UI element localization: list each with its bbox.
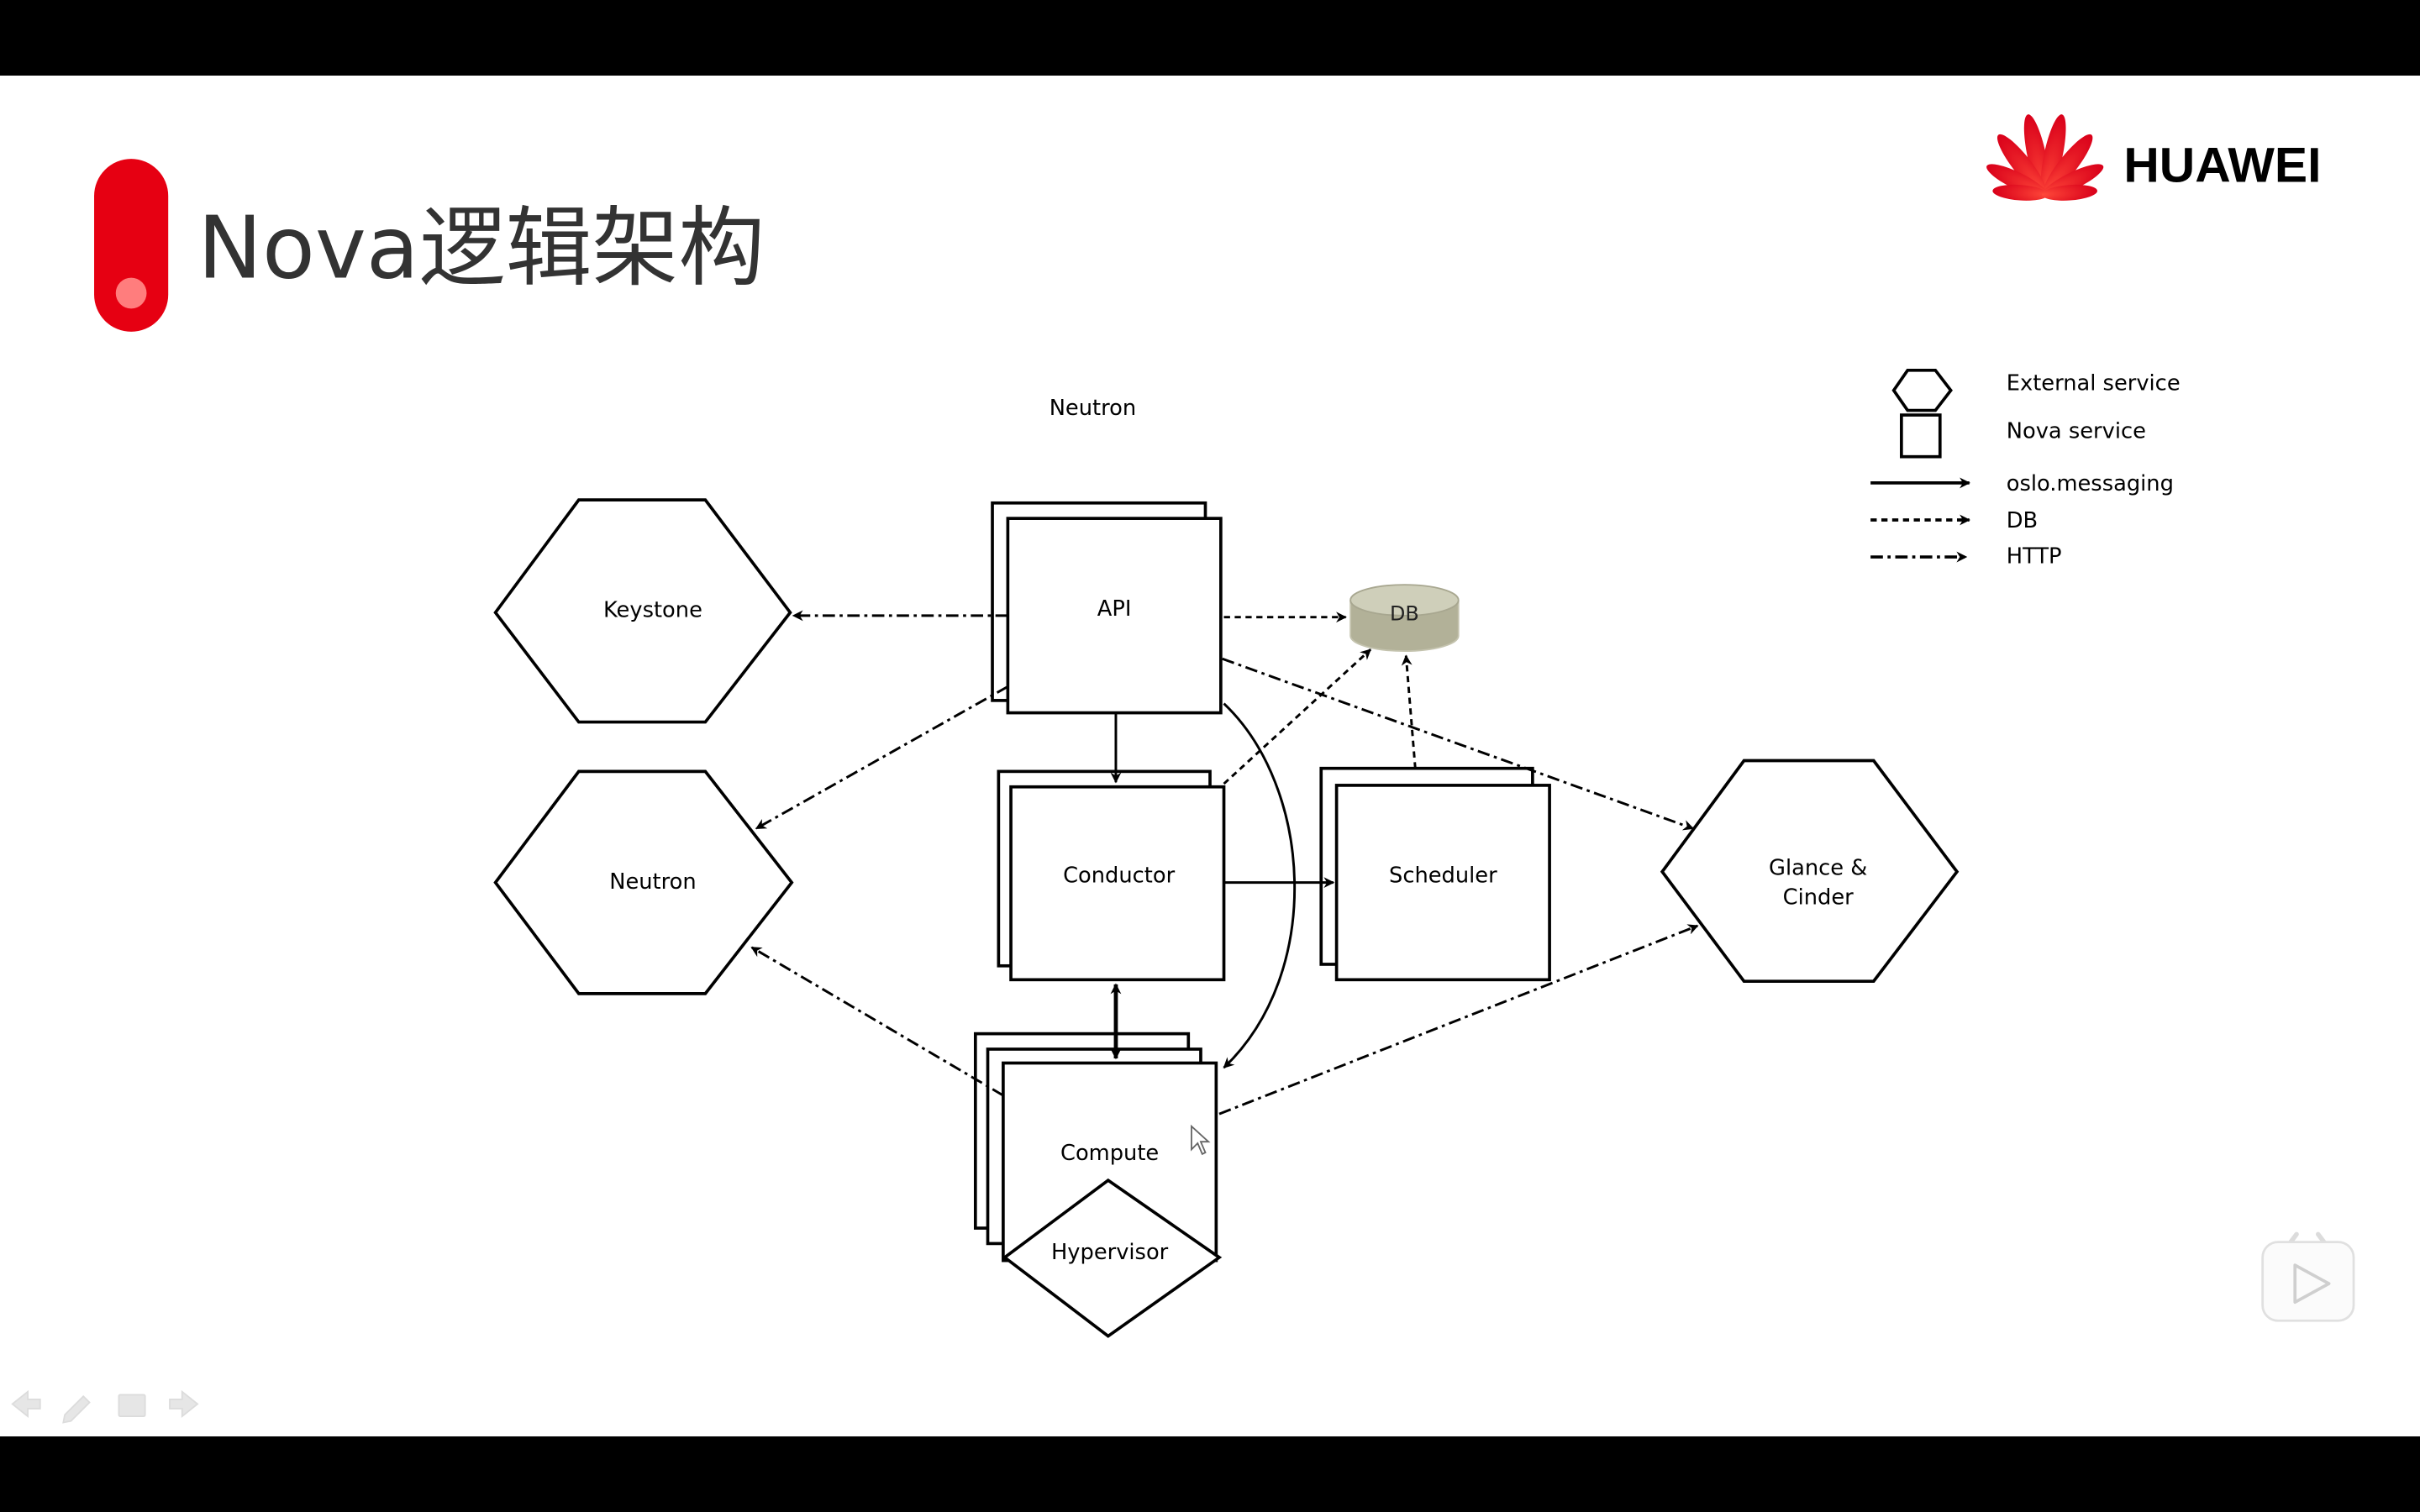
- menu-icon[interactable]: [118, 1394, 146, 1418]
- legend-square-icon: [1900, 413, 1942, 459]
- api-node: API: [991, 501, 1223, 715]
- legend: External service Nova service oslo.messa…: [1870, 368, 2181, 569]
- presenter-controls: [11, 1389, 199, 1424]
- compute-node: Compute Hypervisor: [973, 1032, 1223, 1338]
- cinder-label: Cinder: [1783, 885, 1854, 910]
- edge-conductor-db: [1223, 648, 1372, 785]
- db-node: DB: [1349, 584, 1460, 652]
- scheduler-node: Scheduler: [1319, 766, 1551, 982]
- pen-icon[interactable]: [62, 1394, 91, 1424]
- legend-oslo-messaging: oslo.messaging: [2007, 471, 2174, 496]
- glance-label: Glance &: [1769, 855, 1867, 880]
- top-neutron-label: Neutron: [1050, 396, 1136, 421]
- legend-nova-service: Nova service: [2007, 419, 2146, 444]
- neutron-label: Neutron: [609, 869, 696, 895]
- edge-api-glance: [1222, 657, 1695, 831]
- brand-text: HUAWEI: [2123, 139, 2321, 193]
- scheduler-label: Scheduler: [1389, 864, 1497, 889]
- legend-http: HTTP: [2007, 543, 2062, 569]
- glance-cinder-node: Glance & Cinder: [1660, 759, 1960, 983]
- neutron-node: Neutron: [493, 769, 794, 995]
- play-button[interactable]: [2261, 1231, 2355, 1322]
- page-title: Nova逻辑架构: [197, 199, 765, 299]
- conductor-node: Conductor: [997, 769, 1226, 982]
- legend-db: DB: [2007, 508, 2038, 533]
- compute-label: Compute: [1060, 1141, 1159, 1166]
- api-label: API: [1097, 596, 1132, 622]
- letterbox-bottom: [0, 1436, 2420, 1512]
- legend-external-service: External service: [2007, 371, 2181, 396]
- mouse-cursor-icon: [1191, 1124, 1211, 1156]
- edge-scheduler-db: [1401, 654, 1417, 769]
- title-marker: [94, 159, 169, 332]
- huawei-logo: HUAWEI: [1986, 114, 2321, 201]
- hypervisor-node: [1002, 1178, 1223, 1338]
- arrow-right-icon[interactable]: [169, 1389, 199, 1419]
- keystone-node: Keystone: [493, 498, 792, 724]
- letterbox-top: [0, 0, 2420, 76]
- edge-api-neutron: [755, 685, 1009, 830]
- play-icon: [2293, 1263, 2331, 1305]
- arrow-left-icon[interactable]: [11, 1389, 41, 1419]
- edge-compute-glance: [1218, 924, 1699, 1116]
- db-label: DB: [1390, 601, 1419, 625]
- edge-api-compute: [1223, 702, 1297, 1069]
- legend-hexagon-icon: [1891, 368, 1953, 412]
- huawei-flower-icon: [1986, 114, 2104, 201]
- conductor-label: Conductor: [1063, 864, 1176, 889]
- hypervisor-label: Hypervisor: [1051, 1240, 1169, 1265]
- keystone-label: Keystone: [603, 598, 702, 623]
